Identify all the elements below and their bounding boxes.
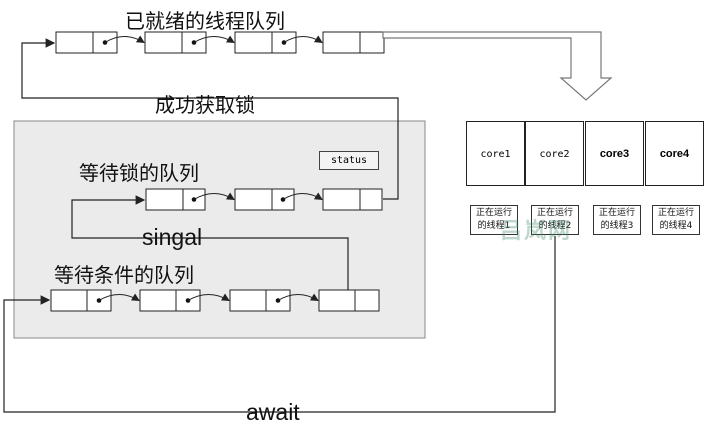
signal-label: singal	[142, 224, 203, 250]
running-thread-line: 正在运行	[536, 208, 573, 218]
queue-node	[144, 31, 207, 54]
watermark-logo: 吕岚网	[500, 219, 573, 244]
core-box: core3	[585, 121, 644, 186]
core-box: core1	[466, 121, 525, 186]
running-thread-line: 的线程2	[538, 221, 572, 231]
dispatch-arrow	[382, 31, 613, 101]
next-pointer-arrow	[187, 293, 230, 302]
next-pointer-arrow	[104, 35, 145, 44]
queue-node	[318, 289, 380, 312]
running-thread-line: 正在运行	[598, 208, 635, 218]
status-box: status	[319, 151, 379, 170]
queue-node	[322, 31, 385, 54]
running-thread-box: 正在运行 的线程3	[593, 205, 641, 235]
acquire-lock-label: 成功获取锁	[155, 93, 255, 117]
running-thread-box: 正在运行 的线程2	[531, 205, 579, 235]
queue-node	[145, 188, 206, 211]
running-thread-box: 正在运行 的线程1	[470, 205, 518, 235]
core-box: core4	[645, 121, 704, 186]
core-box: core2	[525, 121, 584, 186]
queue-node	[234, 31, 297, 54]
await-label: await	[246, 399, 300, 425]
queue-node	[229, 289, 291, 312]
queue-node	[234, 188, 295, 211]
queue-node	[50, 289, 112, 312]
next-pointer-arrow	[98, 293, 140, 302]
signal-arrow	[71, 195, 349, 290]
running-thread-line: 的线程3	[600, 221, 634, 231]
running-thread-line: 正在运行	[657, 208, 694, 218]
next-pointer-arrow	[283, 35, 323, 44]
next-pointer-arrow	[282, 192, 323, 201]
next-pointer-arrow	[277, 293, 319, 302]
next-pointer-arrow	[193, 192, 235, 201]
await-arrow	[3, 236, 556, 413]
running-thread-line: 的线程4	[659, 221, 693, 231]
lock-wait-queue-label: 等待锁的队列	[79, 161, 199, 185]
acquire-lock-arrow	[21, 38, 399, 200]
condition-wait-queue-label: 等待条件的队列	[54, 263, 194, 287]
queue-node	[55, 31, 118, 54]
ready-queue-label: 已就绪的线程队列	[125, 9, 285, 33]
next-pointer-arrow	[193, 35, 235, 44]
queue-node	[322, 188, 383, 211]
running-thread-box: 正在运行 的线程4	[652, 205, 700, 235]
queue-node	[139, 289, 201, 312]
running-thread-line: 正在运行	[475, 208, 512, 218]
running-thread-line: 的线程1	[477, 221, 511, 231]
